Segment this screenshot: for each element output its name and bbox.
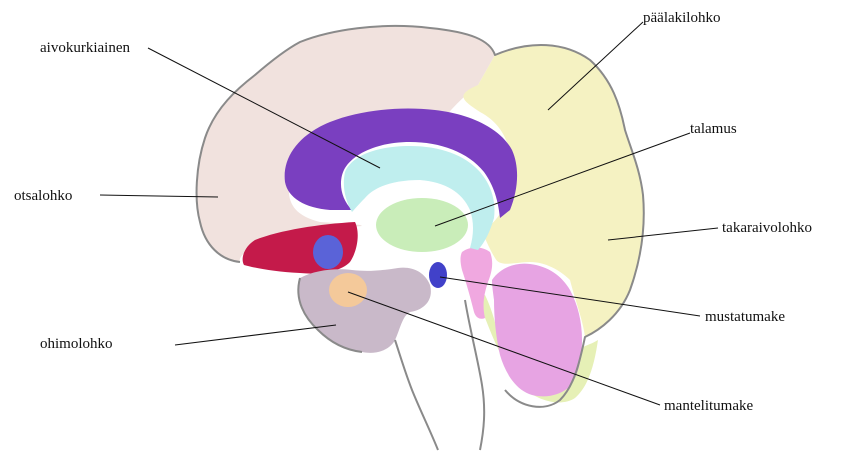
label-otsalohko: otsalohko bbox=[14, 188, 72, 204]
cerebellum-region bbox=[492, 264, 582, 397]
label-mustatumake: mustatumake bbox=[705, 309, 785, 325]
label-ohimolohko: ohimolohko bbox=[40, 336, 113, 352]
thalamus-region bbox=[376, 198, 468, 252]
blue-nucleus-region bbox=[313, 235, 343, 269]
amygdala-region bbox=[329, 273, 367, 307]
label-takaraivolohko: takaraivolohko bbox=[722, 220, 812, 236]
leader-ohimolohko bbox=[175, 325, 336, 345]
label-mantelitumake: mantelitumake bbox=[664, 398, 753, 414]
spinal-cord-outline-back bbox=[465, 300, 484, 450]
temporal-lobe-region bbox=[298, 268, 431, 353]
substantia-nigra-region bbox=[429, 262, 447, 288]
label-paalakilohko: päälakilohko bbox=[643, 10, 720, 26]
label-talamus: talamus bbox=[690, 121, 737, 137]
spinal-cord-outline bbox=[395, 340, 438, 450]
label-aivokurkiainen: aivokurkiainen bbox=[40, 40, 130, 56]
